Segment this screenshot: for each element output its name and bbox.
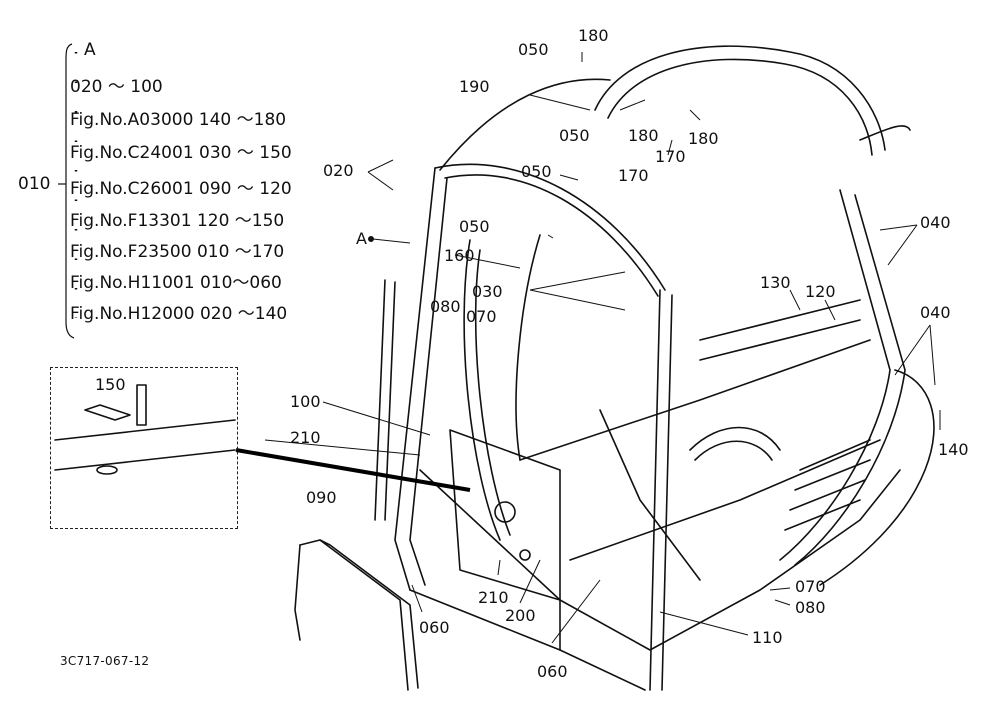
callout-100: 100 <box>290 392 321 411</box>
callout-090: 090 <box>306 488 337 507</box>
ref-item: Fig.No.F13301 120 ～150 <box>70 211 285 231</box>
callout-140: 140 <box>938 440 969 459</box>
ref-first-item: A <box>84 40 96 60</box>
callout-190: 190 <box>459 77 490 96</box>
callout-060: 060 <box>419 618 450 637</box>
ref-item: Fig.No.C24001 030 ～ 150 <box>70 143 292 163</box>
callout-150: 150 <box>95 375 126 394</box>
callout-180: 180 <box>578 26 609 45</box>
ref-item: Fig.No.H11001 010～060 <box>70 273 282 293</box>
callout-050: 050 <box>459 217 490 236</box>
callout-020: 020 <box>323 161 354 180</box>
reference-list: A 010 020 ～ 100 Fig.No.A03000 140 ～180 F… <box>18 36 328 336</box>
callout-180: 180 <box>628 126 659 145</box>
callout-050: 050 <box>518 40 549 59</box>
callout-080: 080 <box>795 598 826 617</box>
callout-A: A <box>356 229 367 248</box>
callout-110: 110 <box>752 628 783 647</box>
callout-130: 130 <box>760 273 791 292</box>
callout-200: 200 <box>505 606 536 625</box>
ref-root-label: 010 <box>18 174 51 194</box>
callout-080: 080 <box>430 297 461 316</box>
detail-inset <box>50 367 238 529</box>
callout-210: 210 <box>290 428 321 447</box>
ref-item: Fig.No.H12000 020 ～140 <box>70 304 288 324</box>
callout-050: 050 <box>521 162 552 181</box>
ref-item: 020 ～ 100 <box>70 77 163 97</box>
callout-170: 170 <box>618 166 649 185</box>
callout-120: 120 <box>805 282 836 301</box>
callout-040: 040 <box>920 213 951 232</box>
ref-item: Fig.No.F23500 010 ～170 <box>70 242 285 262</box>
ref-item: Fig.No.A03000 140 ～180 <box>70 110 287 130</box>
callout-040: 040 <box>920 303 951 322</box>
callout-160: 160 <box>444 246 475 265</box>
callout-070: 070 <box>795 577 826 596</box>
callout-070: 070 <box>466 307 497 326</box>
callout-170: 170 <box>655 147 686 166</box>
callout-060: 060 <box>537 662 568 681</box>
ref-item: Fig.No.C26001 090 ～ 120 <box>70 179 292 199</box>
callout-180: 180 <box>688 129 719 148</box>
callout-050: 050 <box>559 126 590 145</box>
callout-030: 030 <box>472 282 503 301</box>
callout-210: 210 <box>478 588 509 607</box>
drawing-number: 3C717-067-12 <box>60 654 150 668</box>
